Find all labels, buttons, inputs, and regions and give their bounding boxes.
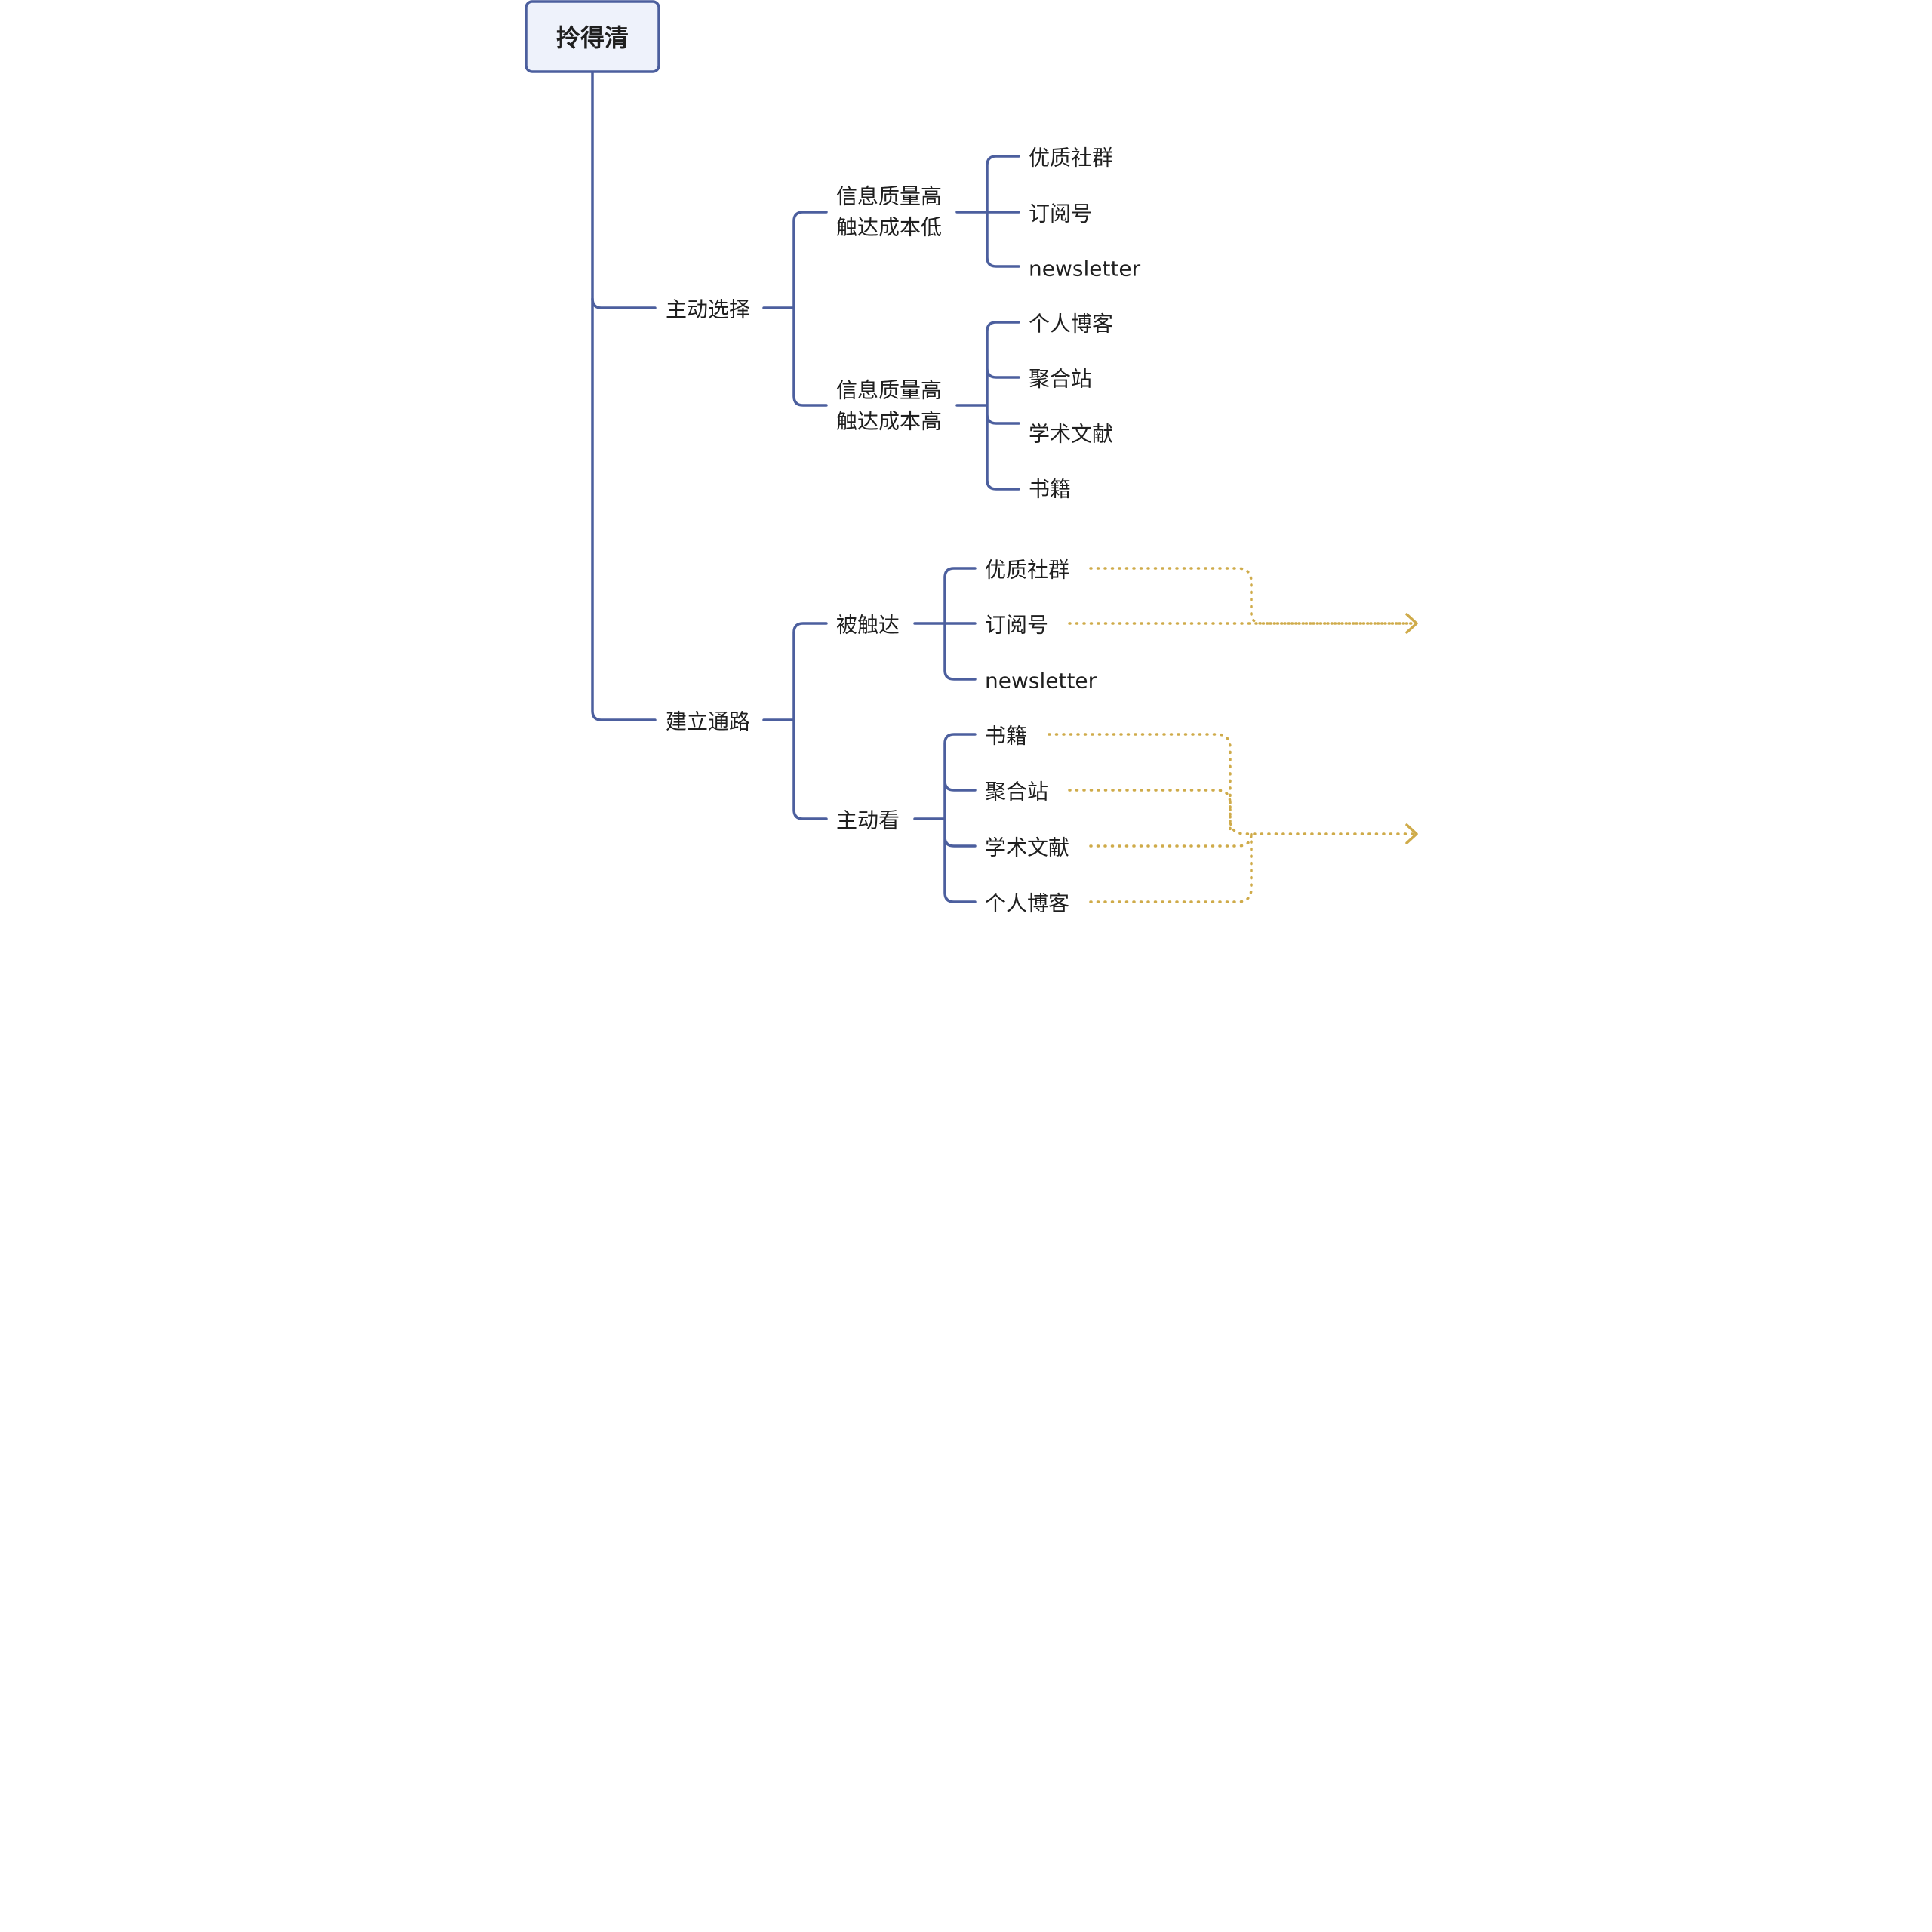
connector-low-cost-to-items [955,155,1020,268]
leaf-high-cost-3[interactable]: 学术文献 [1029,422,1113,447]
relation-line-reached-1 [1089,567,1414,625]
connector-build-channels-to-groups [762,622,828,820]
connector-active-choice-to-groups [762,211,828,407]
relation-arrow-view [1405,823,1418,844]
leaf-high-cost-1[interactable]: 个人博客 [1029,312,1113,337]
leaf-low-cost-3[interactable]: newsletter [1029,257,1141,281]
relation-line-view-4 [1089,832,1253,903]
leaf-reached-2[interactable]: 订阅号 [985,613,1048,638]
connector-reached-to-items [913,567,977,681]
connector-high-cost-to-items [955,321,1020,491]
connector-root-to-active-choice [591,71,657,309]
leaf-low-cost-1[interactable]: 优质社群 [1029,146,1113,171]
relation-line-view-3 [1089,832,1253,848]
relation-line-view-2 [1068,789,1232,835]
topic-build-channels[interactable]: 建立通路 [666,709,750,734]
root-node-label: 拎得清 [556,23,629,52]
branch-connectors [591,71,1020,903]
leaf-active-view-2[interactable]: 聚合站 [985,780,1048,804]
connector-active-view-to-items [913,733,977,903]
topic-low-cost-line2[interactable]: 触达成本低 [836,215,942,240]
leaf-active-view-1[interactable]: 书籍 [985,724,1027,749]
root-node[interactable]: 拎得清 [525,0,660,73]
relation-line-view-1 [1048,733,1414,835]
topic-high-cost-line2[interactable]: 触达成本高 [836,409,942,434]
leaf-high-cost-2[interactable]: 聚合站 [1029,367,1092,392]
topic-active-view[interactable]: 主动看 [836,808,900,833]
topic-low-cost-line1[interactable]: 信息质量高 [836,184,942,209]
relation-arrow-reached [1405,613,1418,634]
topic-active-choice[interactable]: 主动选择 [666,297,750,322]
topic-high-cost-line1[interactable]: 信息质量高 [836,378,942,403]
leaf-reached-1[interactable]: 优质社群 [985,558,1069,583]
leaf-low-cost-2[interactable]: 订阅号 [1029,202,1092,226]
leaf-active-view-4[interactable]: 个人博客 [985,891,1069,916]
leaf-active-view-3[interactable]: 学术文献 [985,835,1069,860]
topic-reached[interactable]: 被触达 [836,613,900,638]
connector-root-to-build-channels [591,297,657,721]
leaf-high-cost-4[interactable]: 书籍 [1029,477,1071,502]
relationship-lines [1048,567,1418,903]
leaf-reached-3[interactable]: newsletter [985,669,1097,694]
